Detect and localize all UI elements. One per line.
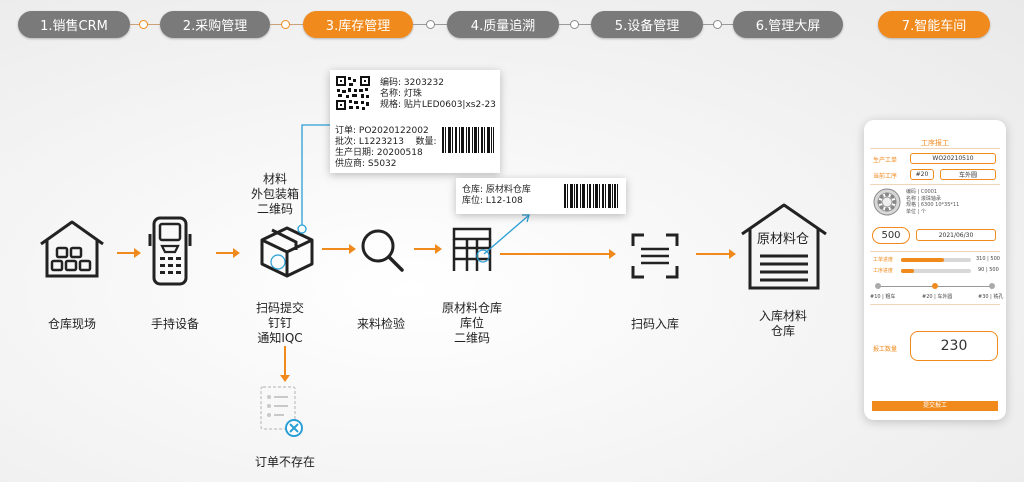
phone-mockup: 工序报工 生产工单 WO20210510 当前工序 #20 车外圆 编码 | C… <box>864 120 1006 420</box>
material-name: 名称: 灯珠 <box>380 89 422 99</box>
submit-report-button[interactable]: 提交报工 <box>872 401 998 411</box>
node1-label: #10 | 粗车 <box>870 294 896 300</box>
material-code: 编码: 3203232 <box>380 78 444 88</box>
progress2-fill <box>901 269 914 273</box>
step-smart-workshop[interactable]: 7.智能车间 <box>878 11 990 38</box>
warehouse-building-icon <box>741 203 827 290</box>
document-error-icon <box>260 386 303 437</box>
qty-field[interactable]: 500 <box>872 227 910 244</box>
material-supplier: 供应商: S5032 <box>335 159 397 169</box>
flow-arrow <box>500 249 616 259</box>
process-label: 当前工序 <box>873 173 898 180</box>
process-no-field[interactable]: #20 <box>910 169 934 180</box>
step-dot <box>426 20 435 29</box>
order-missing-label: 订单不存在 <box>254 455 315 469</box>
divider <box>870 148 1000 149</box>
step-dot <box>281 20 290 29</box>
timeline-node <box>875 283 881 289</box>
warehouse-site-icon <box>40 220 104 278</box>
step-dot <box>713 20 722 29</box>
handheld-device-label: 手持设备 <box>150 317 199 331</box>
handheld-device-icon <box>148 216 192 286</box>
info-code: 编码 | C0001 <box>906 189 938 195</box>
qr-code-icon <box>335 75 371 111</box>
material-spec: 规格: 贴片LED0603|xs2-23 <box>380 100 496 110</box>
step-dot <box>570 20 579 29</box>
info-unit: 单位 | 个 <box>906 208 926 215</box>
inspection-label: 来料检验 <box>356 317 405 331</box>
warehouse-site-label: 仓库现场 <box>47 317 96 331</box>
flow-arrow <box>117 248 141 258</box>
barcode-icon <box>442 127 494 153</box>
scan-submit-label: 扫码提交 钉钉 通知IQC <box>255 301 304 345</box>
node3-label: #30 | 铣孔 <box>978 294 1004 300</box>
location-warehouse: 仓库: 原材料仓库 <box>462 185 531 195</box>
divider <box>870 184 1000 185</box>
flow-arrow <box>216 248 240 258</box>
warehouse-in-label: 入库材料 仓库 <box>758 309 807 338</box>
step-equipment[interactable]: 5.设备管理 <box>591 11 703 38</box>
timeline-node <box>989 283 995 289</box>
material-quantity: 数量: <box>415 137 437 147</box>
storage-shelf-icon <box>452 227 492 271</box>
info-spec: 规格 | 6300 10*35*11 <box>906 202 960 208</box>
flow-arrow <box>322 244 356 254</box>
raw-location-label: 原材料仓库 库位 二维码 <box>441 301 502 345</box>
material-box-caption: 材料 外包装箱 二维码 <box>250 172 299 216</box>
divider <box>870 304 1000 305</box>
location-label-card: 仓库: 原材料仓库 库位: L12-108 <box>456 178 626 214</box>
scan-icon <box>631 233 679 279</box>
step-purchase[interactable]: 2.采购管理 <box>160 11 270 38</box>
info-name: 名称 | 滚珠轴承 <box>906 195 941 202</box>
material-label-card: 编码: 3203232 名称: 灯珠 规格: 贴片LED0603|xs2-23 … <box>330 70 500 173</box>
step-quality-trace[interactable]: 4.质量追溯 <box>447 11 559 38</box>
step-sales-crm[interactable]: 1.销售CRM <box>18 11 130 38</box>
flow-arrow <box>696 249 736 259</box>
divider <box>870 251 1000 252</box>
step-dashboard[interactable]: 6.管理大屏 <box>733 11 843 38</box>
step-inventory[interactable]: 3.库存管理 <box>303 11 413 38</box>
node2-label: #20 | 车外圆 <box>922 294 953 300</box>
progress1-fill <box>901 258 945 262</box>
progress2-label: 工序进度 <box>873 268 894 274</box>
progress2-bar <box>901 269 971 273</box>
magnifier-icon <box>361 229 404 272</box>
bearing-icon <box>873 188 901 216</box>
barcode-icon <box>564 184 618 208</box>
date-field[interactable]: 2021/06/30 <box>916 229 996 241</box>
location-position: 库位: L12-108 <box>462 196 523 206</box>
process-step-bar: 1.销售CRM 2.采购管理 3.库存管理 4.质量追溯 5.设备管理 6.管理… <box>0 0 1024 50</box>
progress1-bar <box>901 258 971 262</box>
report-qty-field[interactable]: 230 <box>910 331 998 361</box>
package-box-icon <box>260 226 314 278</box>
step-dot <box>139 20 148 29</box>
card-link-line <box>483 214 530 255</box>
warehouse-name: 原材料仓 <box>756 232 809 247</box>
progress2-value: 90 | 500 <box>978 267 999 273</box>
report-label: 报工数量 <box>873 346 898 353</box>
material-date: 生产日期: 20200518 <box>335 148 423 158</box>
flow-arrow <box>414 244 442 254</box>
progress1-label: 工单进度 <box>873 257 894 263</box>
flow-arrow-down <box>280 346 290 382</box>
order-label: 生产工单 <box>873 157 898 164</box>
timeline-node-current <box>932 283 938 289</box>
phone-title: 工序报工 <box>921 139 949 147</box>
progress1-value: 310 | 500 <box>976 256 1000 262</box>
order-field[interactable]: WO20210510 <box>910 153 996 164</box>
material-order: 订单: PO2020122002 <box>335 126 429 136</box>
process-name-field[interactable]: 车外圆 <box>940 169 996 180</box>
material-batch: 批次: L1223213 数量: <box>335 137 437 147</box>
scan-in-label: 扫码入库 <box>630 317 679 331</box>
